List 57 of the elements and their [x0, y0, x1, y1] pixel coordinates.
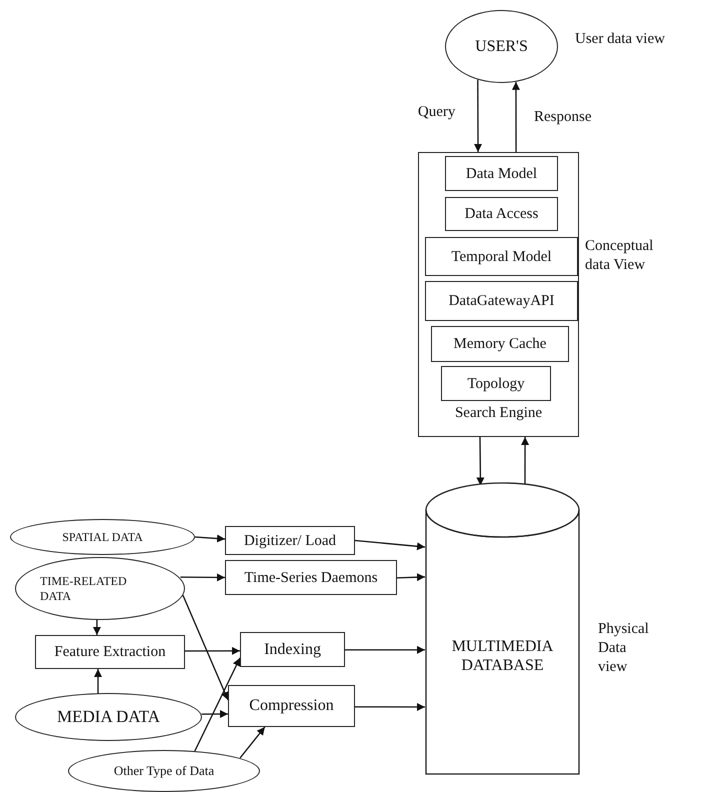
- arrow: [92, 620, 101, 635]
- process-box: [35, 635, 185, 669]
- node-label: SPATIAL DATA: [62, 530, 143, 544]
- ellipse-node: [10, 519, 195, 555]
- process-box: [225, 560, 397, 595]
- edge-label: Response: [532, 108, 594, 126]
- node-label: Digitizer/ Load: [244, 532, 336, 550]
- process-box: [431, 326, 569, 362]
- arrow: [355, 703, 425, 711]
- process-box: [425, 237, 578, 276]
- node-label: Time-Series Daemons: [244, 568, 378, 586]
- arrow: [182, 595, 229, 700]
- arrow: [521, 437, 530, 486]
- arrow: [345, 646, 425, 654]
- node-label: USER'S: [475, 36, 528, 56]
- edge-label: Query: [416, 104, 458, 121]
- node-label: Indexing: [264, 640, 321, 660]
- layer-label: Physical Data view: [598, 620, 650, 676]
- node-label: Temporal Model: [451, 248, 552, 266]
- process-box: [445, 197, 558, 231]
- arrow: [354, 540, 426, 550]
- node-label: MEDIA DATA: [57, 706, 160, 728]
- ellipse-node: [15, 693, 202, 741]
- node-label: Feature Extraction: [54, 643, 166, 661]
- arrow: [185, 646, 240, 655]
- arrow: [202, 710, 228, 718]
- node-label: MULTIMEDIA DATABASE: [450, 637, 554, 676]
- process-box: [425, 281, 578, 321]
- node-label: Topology: [467, 374, 525, 392]
- arrow: [476, 437, 484, 486]
- arrow: [474, 80, 482, 152]
- node-label: DataGatewayAPI: [448, 292, 554, 310]
- node-label: TIME-RELATED DATA: [40, 574, 128, 603]
- node-label: Data Model: [466, 164, 538, 182]
- arrow: [194, 658, 241, 752]
- process-box: [240, 632, 345, 667]
- node-label: Data Access: [464, 205, 538, 223]
- process-box: [225, 526, 355, 555]
- arrow: [94, 669, 102, 694]
- arrow: [194, 534, 226, 542]
- ellipse-node: [68, 750, 260, 792]
- node-label: Search Engine: [454, 404, 544, 422]
- container-box: [418, 152, 579, 437]
- arrow: [240, 726, 266, 758]
- layer-label: Conceptual data View: [585, 237, 654, 274]
- arrow: [512, 82, 520, 152]
- arrow: [180, 573, 225, 582]
- node-label: Memory Cache: [454, 335, 546, 353]
- ellipse-node: [15, 557, 185, 620]
- node-label: Other Type of Data: [114, 763, 214, 779]
- arrow: [396, 573, 426, 582]
- process-box: [228, 685, 355, 727]
- ellipse-node: [445, 10, 558, 83]
- layer-label: User data view: [575, 30, 666, 49]
- process-box: [441, 366, 551, 401]
- node-label: Compression: [249, 696, 334, 716]
- process-box: [445, 156, 558, 191]
